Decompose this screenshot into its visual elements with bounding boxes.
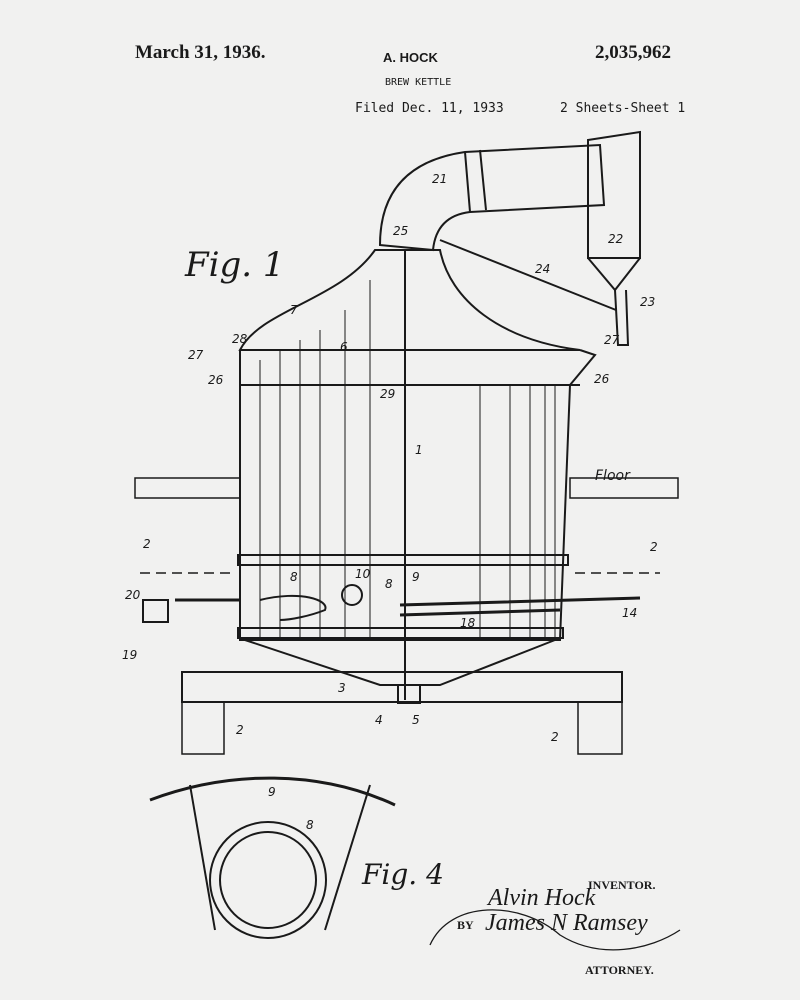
ref-label: 8 [306,818,314,832]
inventor-name: A. HOCK [383,50,438,65]
hopper-22 [587,130,641,292]
filed-date: Filed Dec. 11, 1933 [355,101,504,116]
ref-label: 26 [594,372,610,386]
kettle-dome [238,249,581,351]
ref-label: 6 [340,340,348,354]
figure-4-label: Fig. 4 [362,858,444,891]
inventor-signature: Alvin Hock [488,885,596,911]
ref-label: 21 [432,172,448,186]
ref-label: 5 [412,713,420,727]
inventor-label: INVENTOR. [588,878,656,892]
ref-label: 20 [125,588,141,602]
ref-label: 4 [375,713,383,727]
kettle-body [239,349,597,641]
attorney-signature: James N Ramsey [485,910,648,936]
steam-pipe [175,596,641,617]
kettle-cone [244,639,556,686]
ref-label: 26 [208,373,224,387]
ref-label: 1 [415,443,423,457]
figure-1-label: Fig. 1 [185,245,285,285]
rod-24 [439,239,617,311]
ref-label: 14 [622,606,638,620]
ref-label: 27 [188,348,204,362]
patent-title: BREW KETTLE [385,77,452,88]
ref-label: 24 [535,262,551,276]
floor-slab-left [134,477,241,499]
ref-label: 2 [650,540,658,554]
ref-label: 8 [385,577,393,591]
ref-label: 3 [338,681,346,695]
floor-label: Floor [595,468,630,484]
ref-label: 22 [608,232,624,246]
ref-label: 18 [460,616,476,630]
ref-label: 10 [355,567,371,581]
ref-label: 7 [290,303,298,317]
ref-label: 19 [122,648,138,662]
fig4-coil [209,821,327,939]
ref-label: 2 [551,730,559,744]
ref-label: 27 [604,333,620,347]
by-label: BY [457,918,474,932]
fig4-band [149,776,396,807]
ref-label: 25 [393,224,409,238]
ref-label: 8 [290,570,298,584]
ref-label: 29 [380,387,396,401]
support-platform [181,671,623,703]
ref-label: 28 [232,332,248,346]
patent-number: 2,035,962 [595,42,671,63]
sheet-number: 2 Sheets-Sheet 1 [560,101,686,116]
pipe-21 [378,143,606,252]
floor-slab-right [569,477,679,499]
ref-label: 2 [143,537,151,551]
body-shading [259,280,556,640]
ref-label: 9 [268,785,276,799]
ref-label: 2 [236,723,244,737]
ref-label: 23 [640,295,656,309]
ref-label: 9 [412,570,420,584]
attorney-label: ATTORNEY. [585,963,654,977]
patent-date: March 31, 1936. [135,42,266,63]
